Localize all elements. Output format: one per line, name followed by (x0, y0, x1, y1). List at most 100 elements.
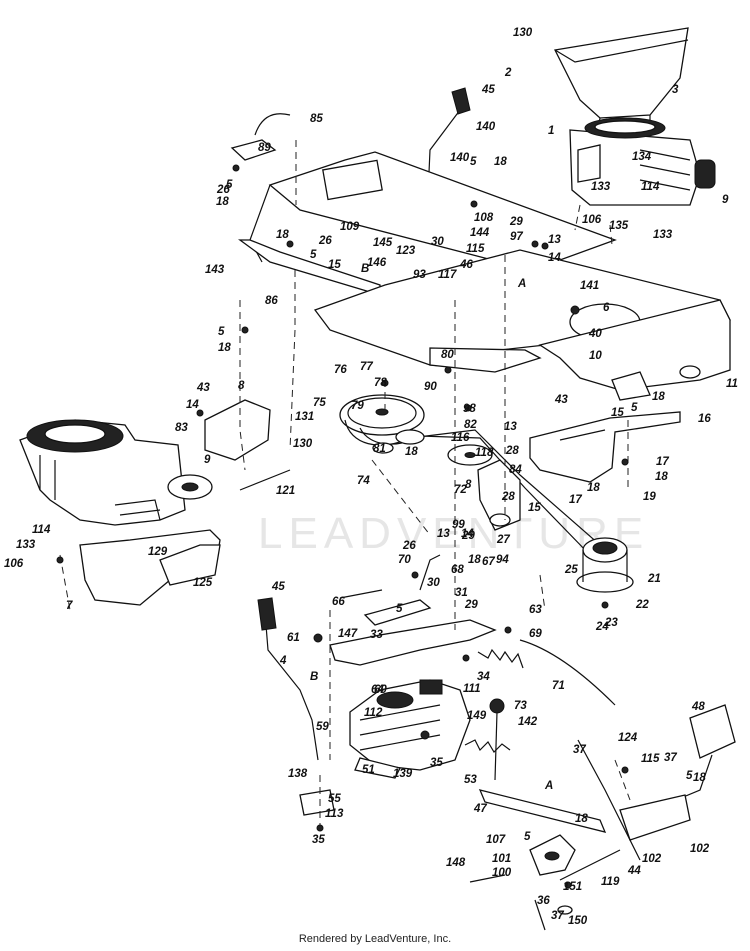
leader-line (289, 270, 296, 451)
callout-label: 29 (464, 599, 478, 611)
callout-label: A (517, 278, 526, 290)
callout-label: 14 (461, 528, 474, 540)
cable-71 (519, 639, 616, 706)
callout-label: 3 (672, 84, 679, 96)
callout-label: 78 (374, 377, 387, 389)
callout-label: 85 (310, 113, 323, 125)
bolt-121 (239, 469, 291, 491)
callout-label: 76 (334, 364, 347, 376)
top-deck (238, 151, 617, 296)
callout-label: 37 (573, 744, 586, 756)
cable-85 (254, 113, 291, 136)
callout-label: 94 (496, 554, 509, 566)
callout-label: 140 (450, 152, 470, 164)
callout-label: 149 (467, 710, 487, 722)
callout-label: 119 (601, 876, 620, 888)
guard-125 (159, 544, 221, 586)
callout-label: 10 (589, 350, 602, 362)
transmission (349, 679, 471, 779)
callout-label: 116 (451, 432, 470, 444)
callout-label: 33 (370, 629, 383, 641)
rod-124 (577, 739, 641, 861)
callout-label: 150 (568, 915, 588, 927)
callout-label: 15 (528, 502, 541, 514)
shift-knob (257, 597, 277, 631)
leader-line (539, 574, 546, 611)
callout-label: 18 (693, 772, 706, 784)
callout-label: 8 (465, 479, 472, 491)
callout-label: 86 (265, 295, 278, 307)
callout-label: 15 (328, 259, 341, 271)
callout-label: 43 (196, 382, 210, 394)
callout-label: 131 (295, 411, 314, 423)
callout-label: 27 (496, 534, 510, 546)
rod-44 (559, 849, 621, 881)
axle-bracket-16 (529, 411, 681, 483)
callout-label: 117 (438, 269, 457, 281)
callout-label: 1 (548, 125, 554, 137)
callout-label: 11 (726, 378, 738, 390)
callout-label: 138 (288, 768, 308, 780)
callout-label: 8 (238, 380, 245, 392)
callout-label: 5 (470, 156, 477, 168)
callout-label: 37 (551, 910, 564, 922)
callout-label: 21 (647, 573, 661, 585)
rod-142 (494, 711, 498, 781)
callout-label: 18 (587, 482, 600, 494)
spring-53 (464, 739, 511, 753)
callout-label: 18 (494, 156, 507, 168)
callout-label: 134 (632, 151, 652, 163)
callout-label: 129 (148, 546, 168, 558)
drive-pulley-75 (339, 394, 425, 436)
callout-label: 17 (656, 456, 669, 468)
callout-label: 73 (514, 700, 527, 712)
callout-label: 133 (591, 181, 611, 193)
callout-label: 30 (431, 236, 444, 248)
callout-label: 26 (402, 540, 416, 552)
callout-label: 45 (271, 581, 285, 593)
callout-label: 64 (371, 684, 384, 696)
callout-label: 98 (463, 403, 476, 415)
callout-label: 139 (393, 768, 413, 780)
callout-label: 130 (513, 27, 533, 39)
callout-label: 77 (360, 361, 373, 373)
callout-label: 59 (316, 721, 329, 733)
callout-label: 114 (641, 181, 660, 193)
pedal-arm-48 (689, 704, 736, 759)
callout-label: 60 (374, 684, 387, 696)
callout-label: 81 (373, 443, 386, 455)
engine (19, 419, 186, 526)
callout-label: 28 (505, 445, 519, 457)
callout-label: 107 (486, 834, 506, 846)
cam-plate (529, 834, 576, 876)
watermark: LEADVENTURE (258, 509, 649, 558)
callout-label: 69 (529, 628, 542, 640)
callout-label: 9 (722, 194, 729, 206)
callout-label: 113 (325, 808, 344, 820)
callout-label: 44 (627, 865, 641, 877)
upper-engine (569, 117, 716, 206)
callout-label: 124 (618, 732, 638, 744)
callout-label: 106 (582, 214, 602, 226)
callout-label: 14 (186, 399, 199, 411)
idler-81 (372, 442, 394, 454)
callout-label: 90 (424, 381, 437, 393)
callout-label: 71 (552, 680, 565, 692)
callout-label: B (310, 671, 318, 683)
callout-label: 112 (364, 707, 383, 719)
callout-label: 22 (635, 599, 649, 611)
callout-label: 108 (474, 212, 494, 224)
callout-label: 82 (464, 419, 477, 431)
callout-label: 29 (509, 216, 523, 228)
callout-label: 118 (475, 447, 494, 459)
callout-label: 55 (328, 793, 341, 805)
callout-label: 34 (477, 671, 490, 683)
callout-label: 47 (473, 803, 487, 815)
callout-label: 123 (396, 245, 416, 257)
callout-label: 51 (362, 764, 375, 776)
spring-34 (477, 648, 524, 669)
callout-label: 142 (518, 716, 538, 728)
leader-line (59, 554, 71, 611)
callout-label: 36 (537, 895, 550, 907)
callout-label: 5 (396, 603, 403, 615)
